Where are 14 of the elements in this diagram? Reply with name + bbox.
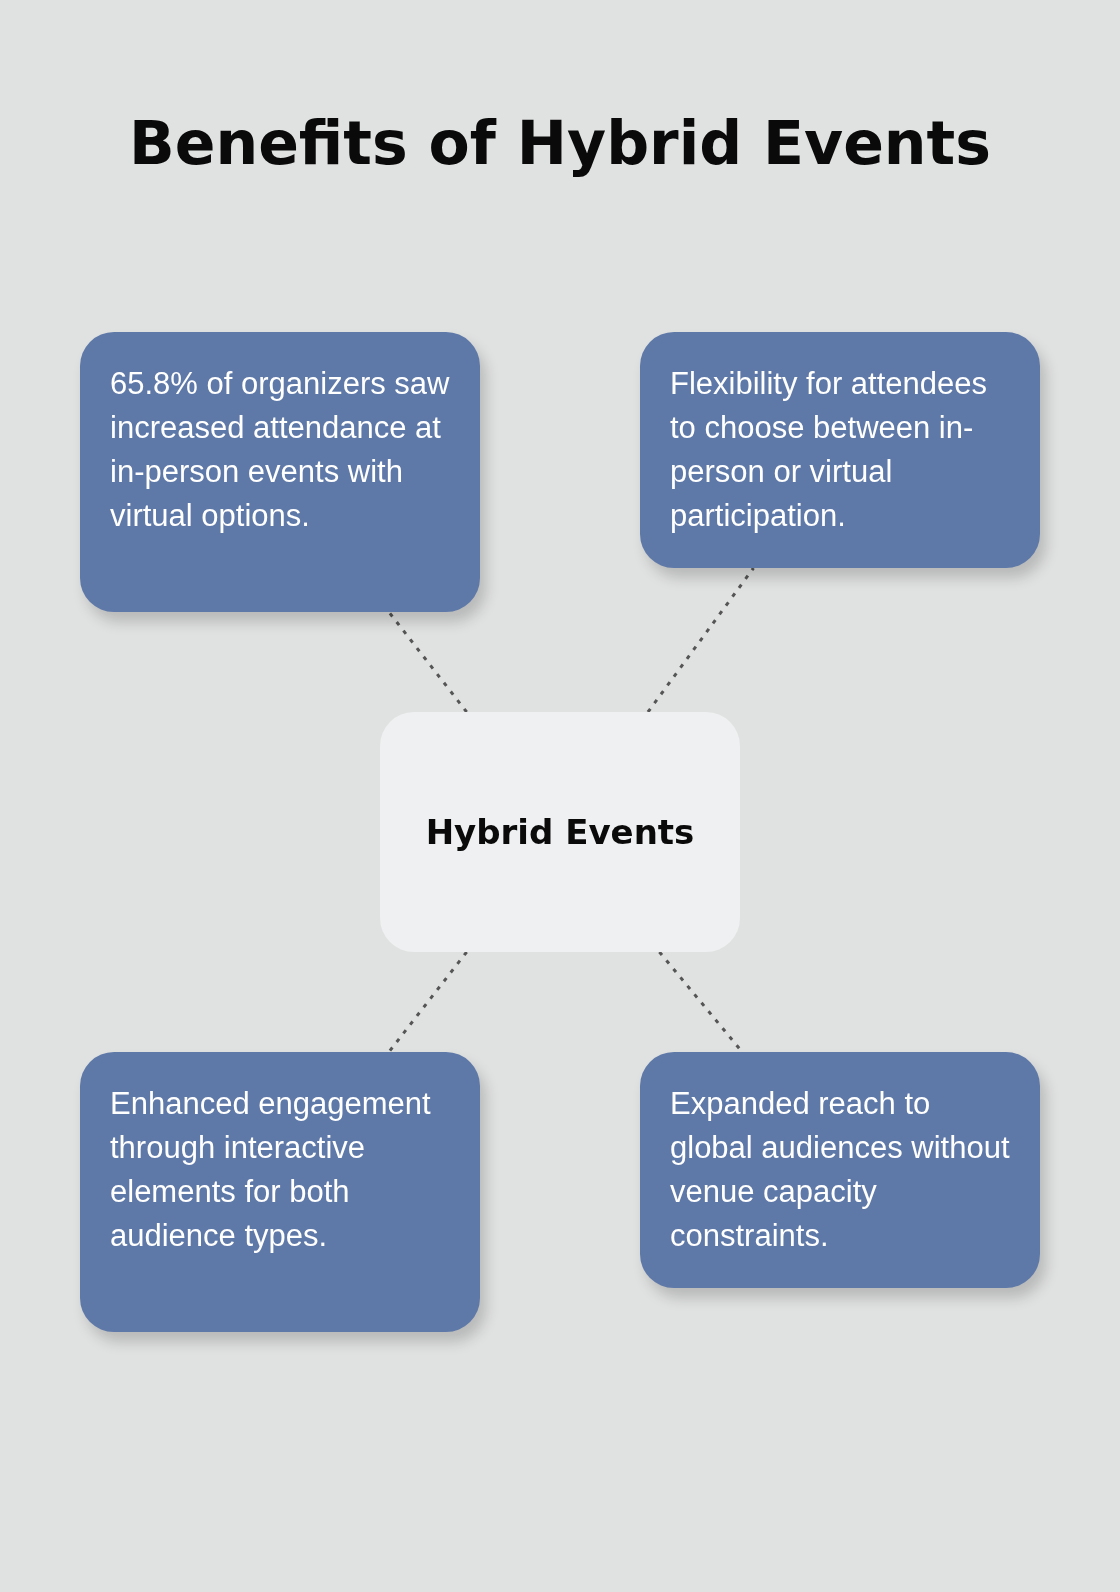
benefit-box bbox=[80, 1052, 480, 1332]
dotted-connector bbox=[387, 611, 468, 713]
benefit-box bbox=[640, 1052, 1040, 1288]
benefit-text: Enhanced engagement through interactive elements for both audience types. bbox=[110, 1085, 432, 1255]
central-topic-box bbox=[380, 712, 740, 952]
title: Benefits of Hybrid Events bbox=[128, 108, 992, 178]
benefit-text: 65.8% of organizers saw increased attendance at in-person events with virtual options. bbox=[110, 365, 450, 535]
benefit-text: Expanded reach to global audiences without venue capacity constraints. bbox=[670, 1085, 1010, 1255]
benefit-box bbox=[80, 332, 480, 612]
benefit-text: Flexibility for attendees to choose between in-person or virtual participation. bbox=[670, 365, 989, 535]
benefit-box bbox=[640, 332, 1040, 568]
topic-text: Hybrid Events bbox=[425, 811, 695, 854]
dotted-connector bbox=[387, 951, 468, 1053]
dotted-connector bbox=[646, 567, 755, 713]
